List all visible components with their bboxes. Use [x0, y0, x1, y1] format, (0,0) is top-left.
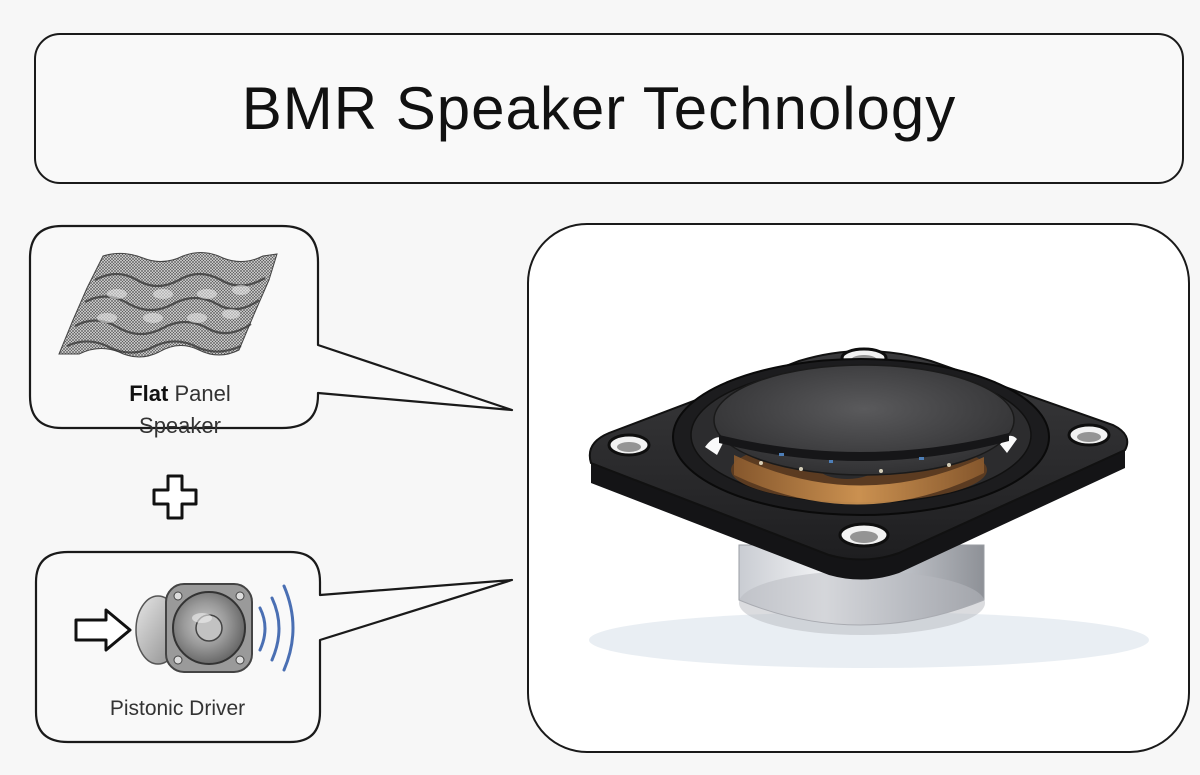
plus-icon — [152, 474, 198, 520]
flat-panel-label-bold: Flat — [129, 381, 169, 406]
input-arrow-icon — [74, 608, 132, 652]
title-box: BMR Speaker Technology — [34, 33, 1184, 184]
flat-panel-label-line2: Speaker — [139, 413, 221, 438]
flat-panel-label: Flat Panel Speaker — [95, 378, 265, 442]
flat-panel-label-rest: Panel — [168, 381, 231, 406]
driver-photo-frame — [527, 223, 1190, 753]
bmr-driver-photo — [588, 347, 1149, 668]
pistonic-driver-label: Pistonic Driver — [109, 697, 246, 720]
pistonic-driver-speaker-icon — [74, 583, 295, 673]
flat-panel-wave-icon — [58, 252, 278, 358]
page-title: BMR Speaker Technology — [241, 75, 957, 142]
